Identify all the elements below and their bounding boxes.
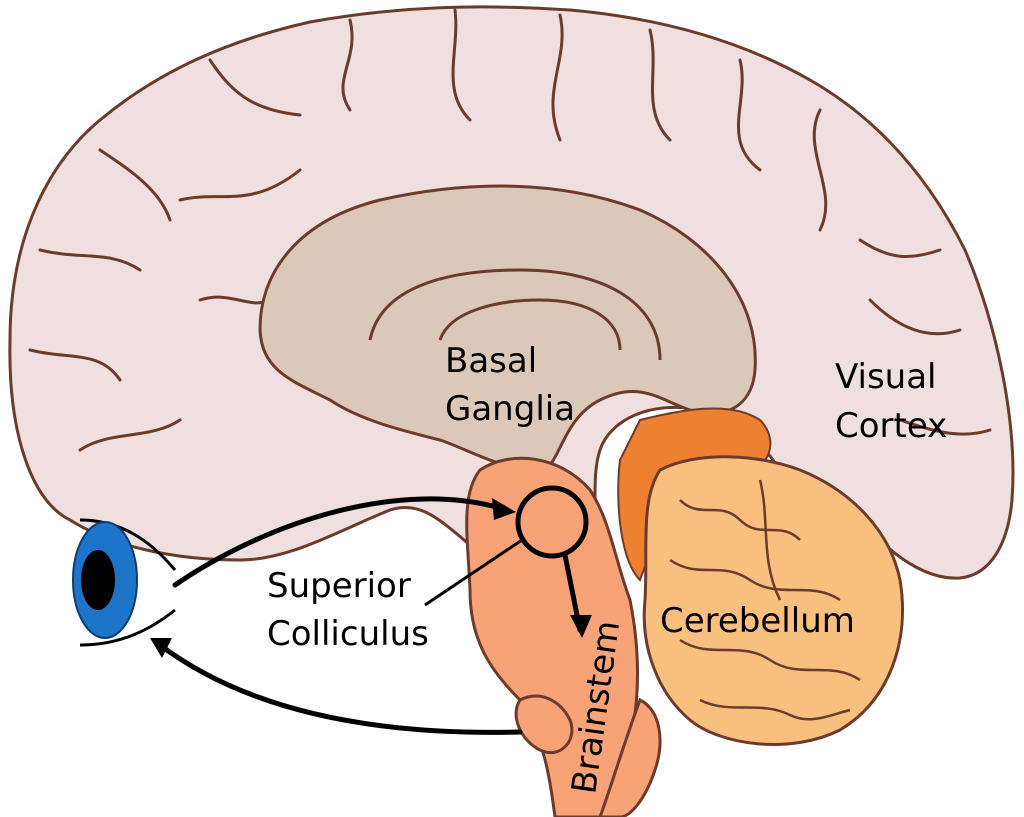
superior-colliculus-leader bbox=[424, 538, 523, 607]
cerebellum-folia bbox=[669, 479, 861, 721]
superior-colliculus-marker bbox=[515, 485, 589, 559]
cortex-folds bbox=[28, 8, 992, 452]
corpus-inner-folds bbox=[368, 268, 662, 361]
brainstem-lower-lobe bbox=[514, 694, 574, 755]
label-visual-line2: Cortex bbox=[835, 406, 947, 446]
label-sc-line2: Colliculus bbox=[267, 614, 429, 654]
arrowheads bbox=[150, 498, 592, 658]
label-basal-line1: Basal bbox=[445, 341, 537, 381]
eye-icon bbox=[72, 518, 177, 647]
label-sc-line1: Superior bbox=[267, 566, 411, 606]
label-cerebellum: Cerebellum bbox=[660, 601, 855, 641]
label-visual-line1: Visual bbox=[835, 357, 937, 397]
brainstem-right-column bbox=[598, 697, 662, 817]
label-basal-line2: Ganglia bbox=[445, 389, 575, 429]
